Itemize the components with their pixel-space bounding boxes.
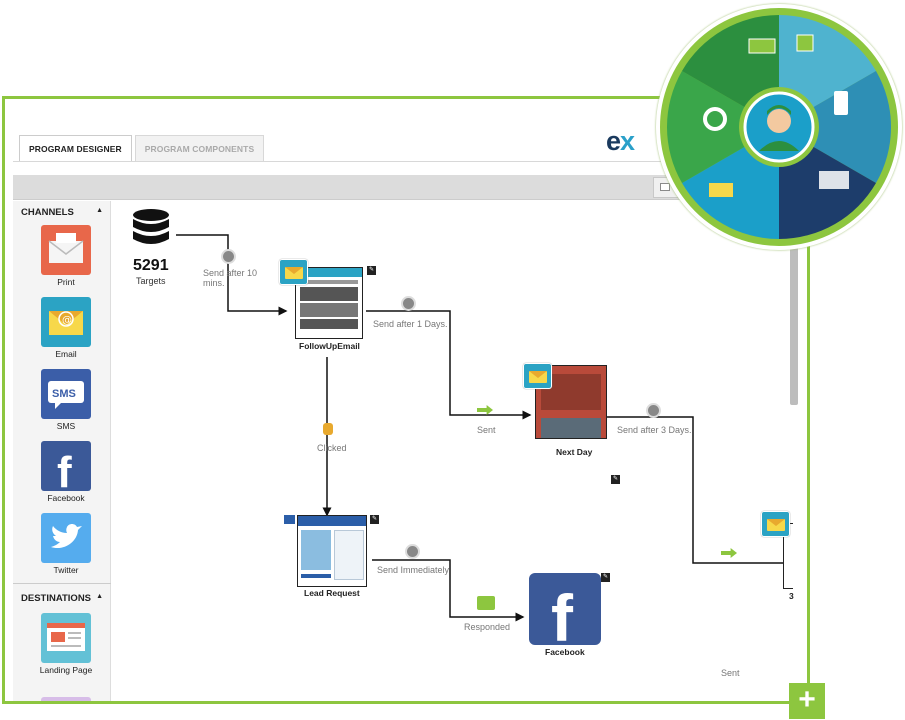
channel-label: Facebook: [47, 493, 85, 503]
channel-label: SMS: [56, 421, 76, 431]
svg-text:f: f: [57, 448, 72, 491]
next-day-thumbnail[interactable]: [535, 365, 607, 439]
sent-arrow-icon: [721, 548, 737, 558]
edge-label-sent: Sent: [477, 425, 496, 435]
edge-label-responded: Responded: [464, 622, 511, 632]
settings-mini-icon[interactable]: ✎: [370, 515, 379, 524]
channel-twitter[interactable]: Twitter: [39, 513, 93, 575]
sidebar-divider: [13, 583, 111, 584]
email-icon: @: [41, 297, 91, 347]
responded-arrow-icon: [477, 596, 495, 610]
channel-label: Print: [57, 277, 75, 287]
tab-bar: PROGRAM DESIGNER PROGRAM COMPONENTS: [19, 135, 265, 161]
settings-mini-icon[interactable]: ✎: [611, 475, 620, 484]
svg-text:SMS: SMS: [52, 388, 76, 400]
channels-header[interactable]: CHANNELS▲: [21, 207, 103, 218]
email-badge-icon: [279, 259, 308, 285]
targets-label: Targets: [136, 276, 166, 286]
channel-label: Email: [55, 349, 77, 359]
facebook-node[interactable]: f: [529, 573, 601, 655]
twitter-icon: [41, 513, 91, 563]
node-label-followupemail: FollowUpEmail: [299, 341, 360, 351]
channel-label: Twitter: [53, 565, 79, 575]
svg-text:@: @: [62, 315, 72, 326]
journey-wheel: [666, 15, 892, 239]
app-frame: PROGRAM DESIGNER PROGRAM COMPONENTS ex C…: [2, 96, 810, 704]
facebook-icon: f: [551, 581, 574, 655]
channel-print[interactable]: Print: [39, 225, 93, 287]
lead-request-thumbnail[interactable]: [297, 515, 367, 587]
settings-mini-icon[interactable]: ✎: [601, 573, 610, 582]
followup-email-thumbnail[interactable]: [295, 267, 363, 339]
sent-arrow-icon: [477, 405, 493, 415]
email-badge-icon: [761, 511, 790, 537]
node-label-lead-request: Lead Request: [304, 588, 360, 598]
edge-label-sent-2: Sent: [721, 668, 740, 678]
destinations-header[interactable]: DESTINATIONS▲: [21, 593, 103, 604]
edge-label-send-after-3-days: Send after 3 Days.: [617, 425, 692, 435]
brand-logo: ex: [606, 126, 635, 156]
edge-label-send-after-1-day: Send after 1 Days.: [373, 319, 448, 329]
node-label-facebook: Facebook: [545, 647, 585, 657]
clock-icon: [401, 296, 416, 311]
sms-icon: SMS: [41, 369, 91, 419]
landing-page-icon: [41, 613, 91, 663]
clock-icon: [221, 249, 236, 264]
clock-icon: [405, 544, 420, 559]
svg-text:f: f: [551, 581, 574, 645]
purple-component-icon[interactable]: [41, 697, 91, 701]
program-canvas[interactable]: 5291 Targets Send after 10 mins. Send af…: [111, 201, 794, 701]
database-icon: [133, 209, 169, 244]
tab-program-components[interactable]: PROGRAM COMPONENTS: [134, 135, 265, 161]
add-button[interactable]: +: [789, 683, 825, 719]
settings-mini-icon[interactable]: ✎: [367, 266, 376, 275]
window-icon: [660, 183, 670, 191]
channel-facebook[interactable]: f Facebook: [39, 441, 93, 503]
edge-label-send-after-10: Send after 10 mins.: [203, 268, 258, 288]
canvas-scrollbar[interactable]: [790, 145, 798, 405]
targets-node[interactable]: [131, 207, 175, 255]
landing-page-badge-icon: [283, 514, 296, 525]
targets-count: 5291: [133, 257, 169, 274]
print-icon: [41, 225, 91, 275]
node-label-next-day: Next Day: [556, 447, 593, 457]
component-sidebar: CHANNELS▲ Print @ Email SMS SMS f Facebo…: [13, 201, 111, 701]
collapse-caret-icon[interactable]: ▲: [96, 207, 103, 214]
tab-program-designer[interactable]: PROGRAM DESIGNER: [19, 135, 132, 161]
destination-landing-page[interactable]: Landing Page: [39, 613, 93, 675]
email-badge-icon: [523, 363, 552, 389]
collapse-caret-icon[interactable]: ▲: [96, 593, 103, 600]
clock-icon: [646, 403, 661, 418]
tab-divider: [13, 161, 807, 162]
facebook-icon: f: [41, 441, 91, 491]
channel-email[interactable]: @ Email: [39, 297, 93, 359]
click-hand-icon: [323, 423, 333, 435]
node-label-partial: 3: [789, 591, 794, 601]
edge-label-clicked: Clicked: [317, 443, 347, 453]
destination-label: Landing Page: [39, 665, 93, 675]
customer-journey-graphic: [656, 4, 902, 250]
channel-sms[interactable]: SMS SMS: [39, 369, 93, 431]
edge-label-send-immediately: Send Immediately: [377, 565, 450, 575]
